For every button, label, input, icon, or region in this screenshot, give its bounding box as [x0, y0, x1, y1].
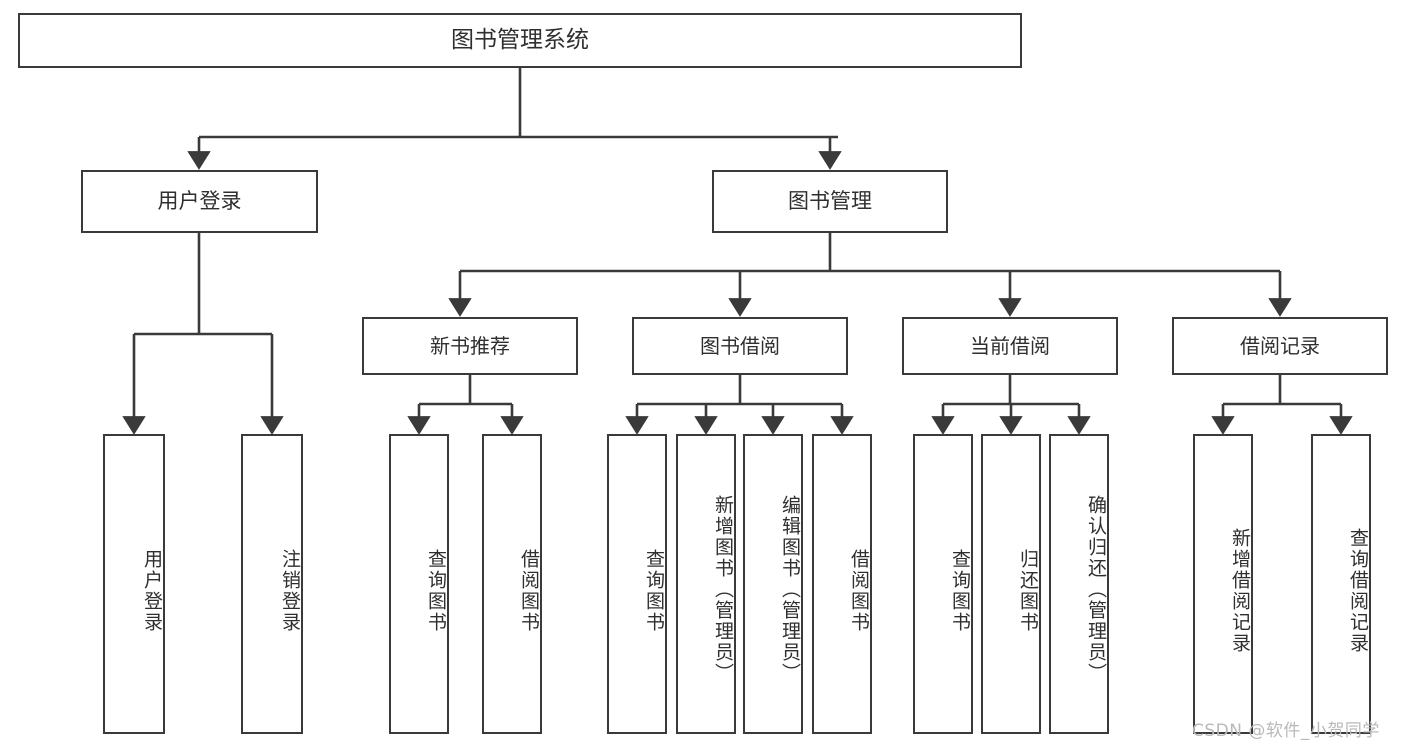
node-leaf-query-record[interactable]: 查询借阅记录	[1311, 434, 1371, 734]
node-leaf-query-record-label: 查询借阅记录	[1347, 528, 1369, 654]
node-leaf-query-book-2-label: 查询图书	[643, 549, 665, 633]
node-leaf-logout-label: 注销登录	[279, 549, 301, 633]
node-leaf-query-book-2[interactable]: 查询图书	[607, 434, 667, 734]
node-root[interactable]: 图书管理系统	[18, 13, 1022, 68]
node-leaf-return-book-label: 归还图书	[1017, 549, 1039, 633]
node-new-book-rec-label: 新书推荐	[430, 333, 510, 358]
node-leaf-confirm-return-label: 确认归还（管理员）	[1085, 494, 1107, 684]
node-leaf-logout[interactable]: 注销登录	[241, 434, 303, 734]
node-leaf-query-book-1-label: 查询图书	[425, 549, 447, 633]
csdn-watermark: CSDN @软件_小贺同学	[1192, 721, 1380, 741]
node-leaf-borrow-book-2-label: 借阅图书	[848, 549, 870, 633]
node-root-label: 图书管理系统	[451, 27, 589, 54]
node-leaf-return-book[interactable]: 归还图书	[981, 434, 1041, 734]
node-leaf-add-record[interactable]: 新增借阅记录	[1193, 434, 1253, 734]
node-leaf-borrow-book-1[interactable]: 借阅图书	[482, 434, 542, 734]
node-leaf-user-login[interactable]: 用户登录	[103, 434, 165, 734]
node-leaf-query-book-3-label: 查询图书	[949, 549, 971, 633]
node-leaf-query-book-1[interactable]: 查询图书	[389, 434, 449, 734]
node-leaf-borrow-book-2[interactable]: 借阅图书	[812, 434, 872, 734]
node-current-borrow-label: 当前借阅	[970, 333, 1050, 358]
node-leaf-confirm-return[interactable]: 确认归还（管理员）	[1049, 434, 1109, 734]
node-book-manage[interactable]: 图书管理	[712, 170, 948, 233]
node-leaf-edit-book-label: 编辑图书（管理员）	[779, 494, 801, 684]
node-user-login[interactable]: 用户登录	[81, 170, 318, 233]
node-borrow-record-label: 借阅记录	[1240, 333, 1320, 358]
node-book-borrow[interactable]: 图书借阅	[632, 317, 848, 375]
node-leaf-add-record-label: 新增借阅记录	[1229, 528, 1251, 654]
node-leaf-add-book-label: 新增图书（管理员）	[712, 494, 734, 684]
node-leaf-edit-book[interactable]: 编辑图书（管理员）	[743, 434, 803, 734]
node-borrow-record[interactable]: 借阅记录	[1172, 317, 1388, 375]
node-book-manage-label: 图书管理	[788, 189, 872, 214]
node-user-login-label: 用户登录	[157, 189, 242, 214]
node-leaf-borrow-book-1-label: 借阅图书	[518, 549, 540, 633]
node-leaf-user-login-label: 用户登录	[141, 549, 163, 633]
node-book-borrow-label: 图书借阅	[700, 333, 780, 358]
node-new-book-rec[interactable]: 新书推荐	[362, 317, 578, 375]
node-leaf-add-book[interactable]: 新增图书（管理员）	[676, 434, 736, 734]
node-current-borrow[interactable]: 当前借阅	[902, 317, 1118, 375]
node-leaf-query-book-3[interactable]: 查询图书	[913, 434, 973, 734]
